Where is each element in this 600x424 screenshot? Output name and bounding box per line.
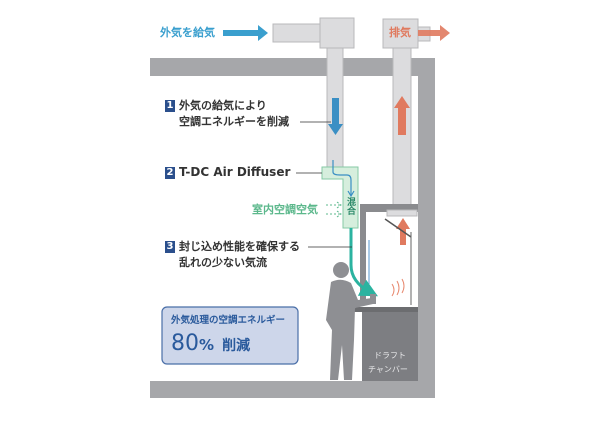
exhaust-label: 排気 [389, 26, 411, 39]
callout-text: T-DC Air Diffuser [179, 165, 291, 179]
diffuser-flow-line [332, 160, 352, 195]
callout-3-line2: 乱れの少ない気流 [179, 256, 267, 269]
building-walls [150, 58, 435, 398]
callout-number: 1 [165, 100, 175, 112]
exhaust-up-arrow [394, 96, 410, 135]
energy-unit: % [199, 336, 215, 354]
indoor-air-arrows [326, 201, 342, 218]
supply-arrow [223, 25, 268, 41]
indoor-air-label: 室内空調空気 [252, 203, 318, 216]
supply-down-arrow [328, 98, 343, 135]
energy-box-title: 外気処理の空調エネルギー [171, 315, 286, 326]
energy-value: 80 [171, 331, 199, 356]
energy-suffix: 削減 [222, 338, 251, 354]
energy-box-bg [161, 306, 299, 365]
callout-text: 封じ込め性能を確保する [179, 240, 300, 253]
exhaust-arrow [418, 25, 450, 41]
callout-1: 1 外気の給気により [165, 100, 267, 112]
mixing-label: 混合 [345, 197, 355, 215]
air-diffuser [321, 166, 359, 229]
chamber-label-line1: ドラフト [374, 351, 406, 360]
callout-number: 3 [165, 241, 175, 253]
supply-duct [272, 17, 355, 171]
airflow-arrow [349, 228, 378, 297]
fume-hood [352, 204, 418, 381]
callout-2: 2 T-DC Air Diffuser [165, 166, 290, 179]
supply-label: 外気を給気 [160, 26, 215, 39]
energy-box-value: 80% 削減 [171, 333, 250, 355]
callout-text: 外気の給気により [179, 99, 267, 112]
callout-3: 3 封じ込め性能を確保する [165, 241, 300, 253]
callout-1-line2: 空調エネルギーを削減 [179, 115, 289, 128]
callout-leaders [296, 121, 352, 248]
callout-number: 2 [165, 166, 175, 179]
researcher-silhouette [326, 262, 376, 380]
chamber-label-line2: チャンバー [368, 365, 408, 374]
